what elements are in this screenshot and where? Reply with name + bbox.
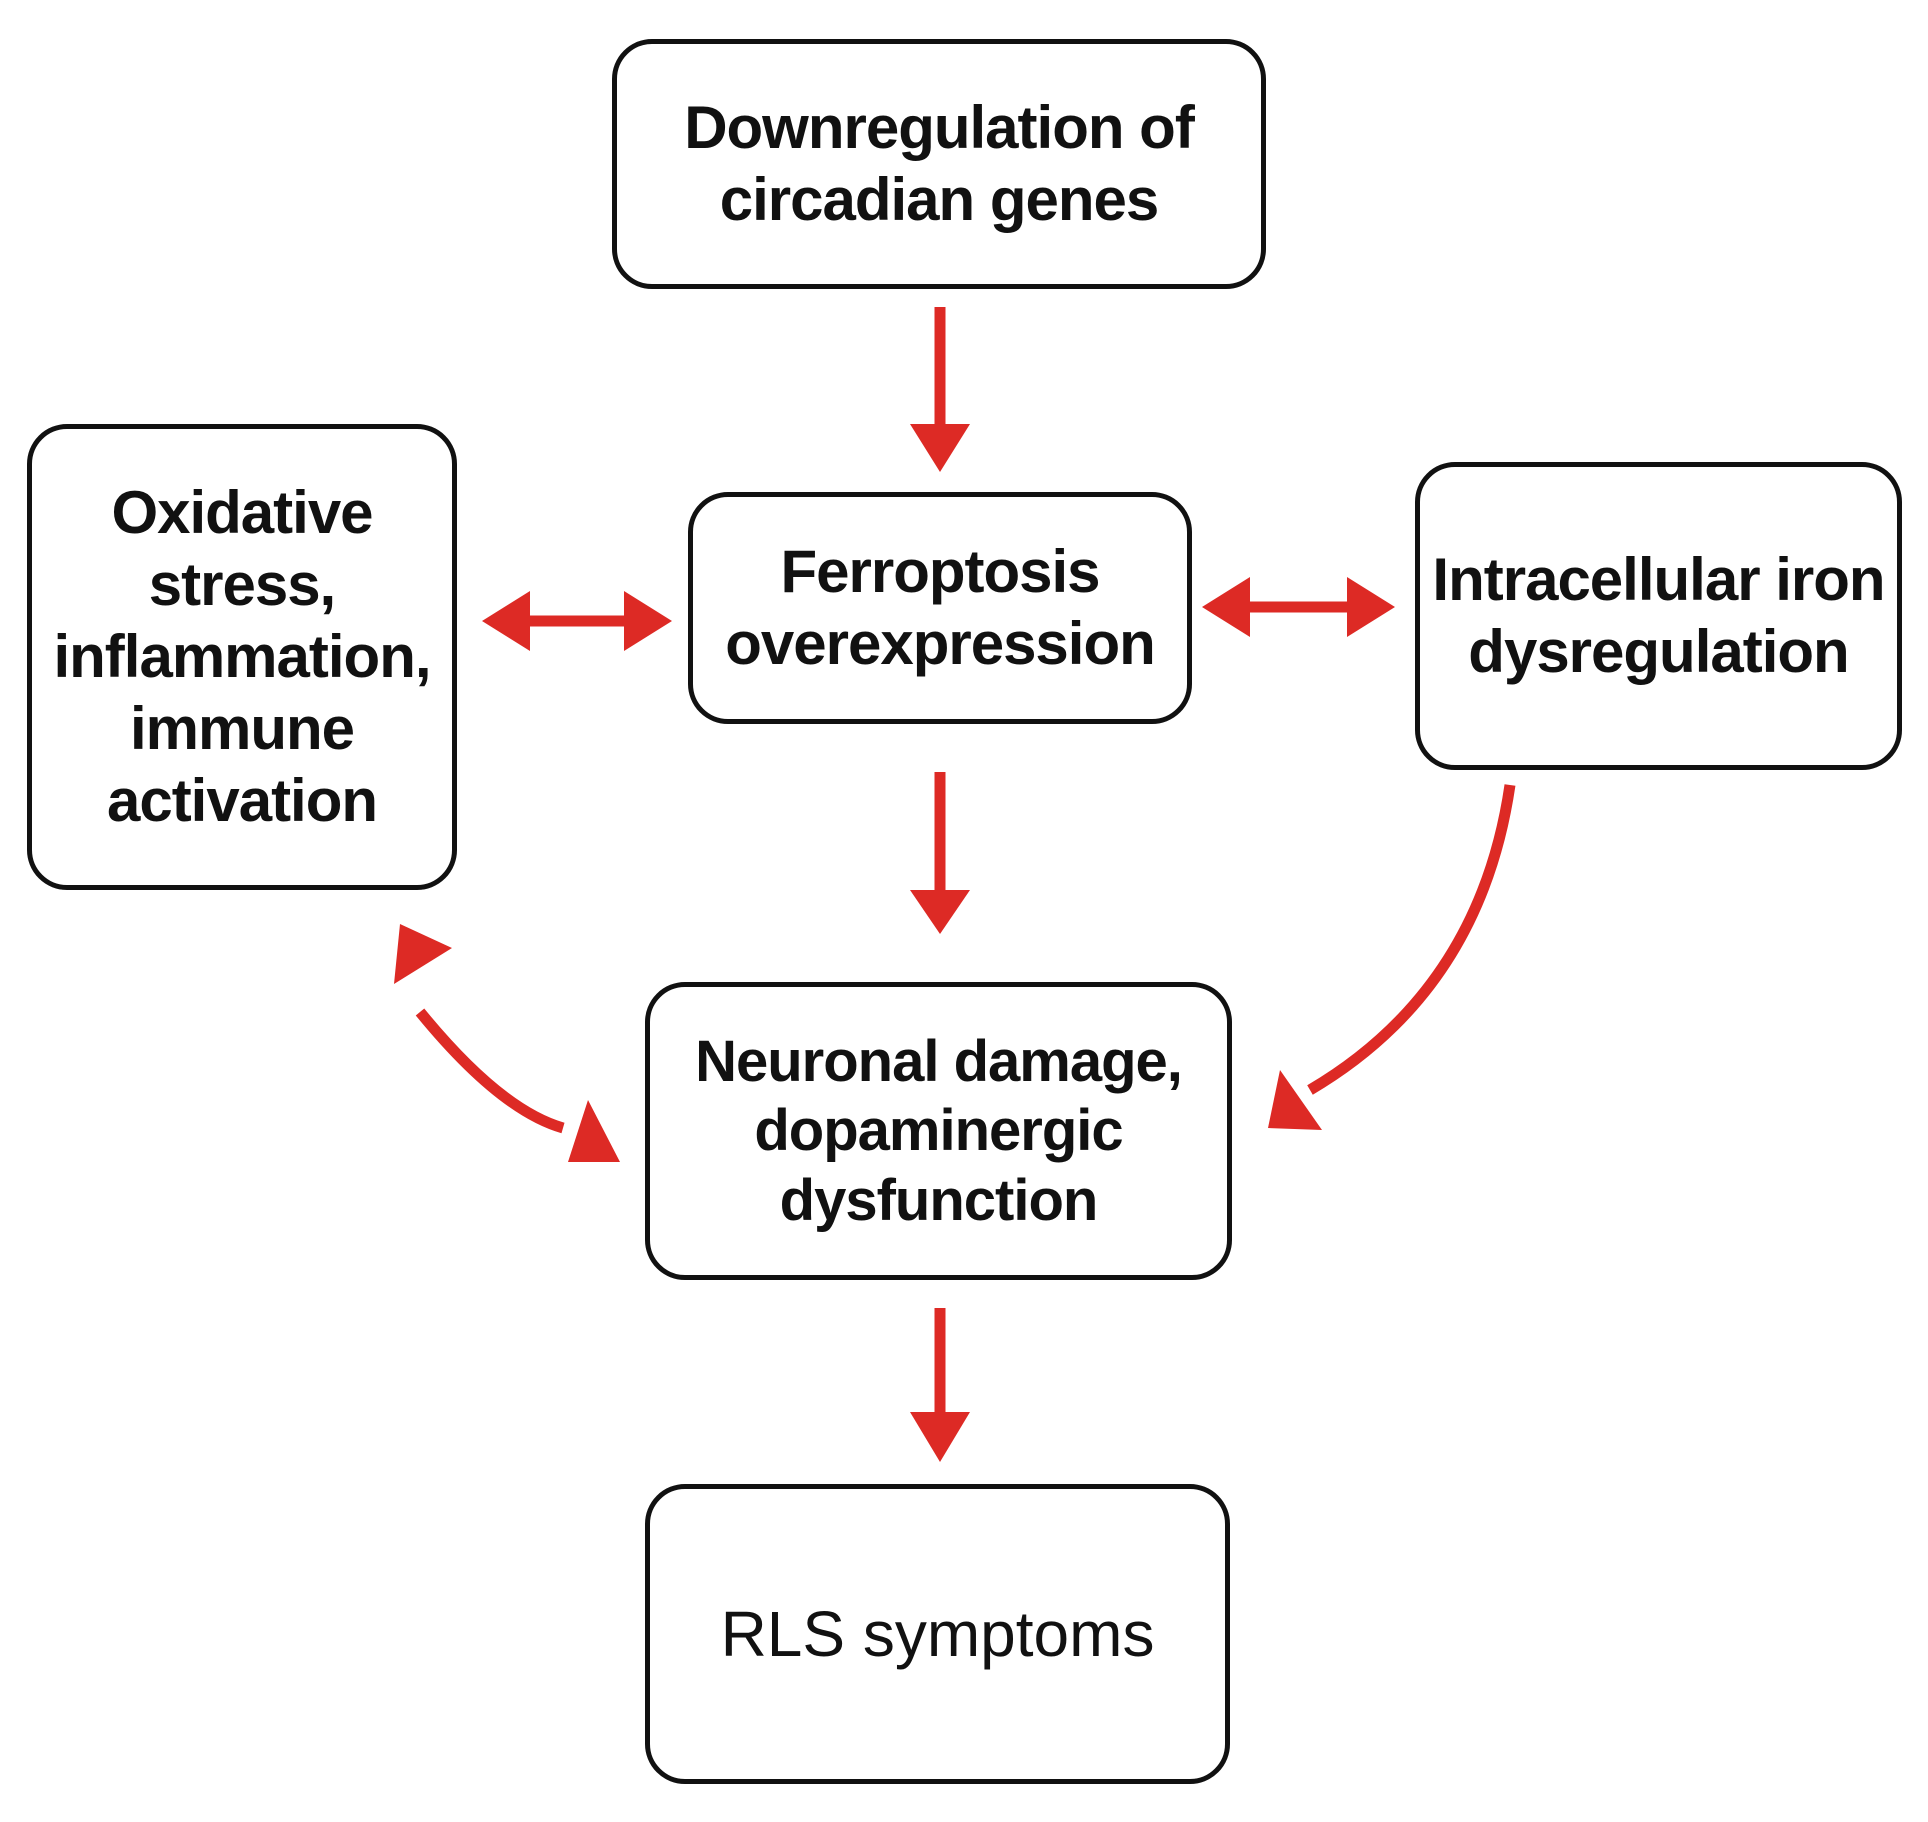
arrowhead-ferroptosis-left	[624, 591, 672, 651]
node-rls-symptoms-label: RLS symptoms	[720, 1597, 1155, 1670]
arrow-iron-to-neuronal	[1307, 784, 1516, 1095]
node-iron-dysregulation-label: Intracellular iron dysregulation	[1432, 546, 1885, 685]
node-neuronal-damage: Neuronal damage, dopaminergic dysfunctio…	[645, 982, 1232, 1280]
node-oxidative-stress-label: Oxidative stress, inflammation, immune a…	[53, 479, 431, 834]
node-ferroptosis-label: Ferroptosis overexpression	[725, 538, 1156, 677]
arrowhead-ferroptosis-right	[1202, 577, 1250, 637]
arrowhead-neuronal-right	[1268, 1070, 1322, 1130]
node-rls-symptoms: RLS symptoms	[645, 1484, 1230, 1784]
node-iron-dysregulation: Intracellular iron dysregulation	[1415, 462, 1902, 770]
node-oxidative-stress: Oxidative stress, inflammation, immune a…	[27, 424, 457, 890]
node-circadian-genes-label: Downregulation of circadian genes	[684, 94, 1195, 233]
arrowhead-iron-left	[1347, 577, 1395, 637]
node-ferroptosis: Ferroptosis overexpression	[688, 492, 1192, 724]
arrow-oxidative-neuronal	[415, 1008, 565, 1134]
arrowhead-oxidative-bottom	[394, 924, 452, 984]
node-circadian-genes: Downregulation of circadian genes	[612, 39, 1266, 289]
arrowhead-neuronal-left	[568, 1100, 620, 1162]
arrowhead-neuronal-top	[910, 890, 970, 934]
arrowhead-rls-top	[910, 1412, 970, 1462]
arrowhead-ferroptosis-top	[910, 424, 970, 472]
node-neuronal-damage-label: Neuronal damage, dopaminergic dysfunctio…	[695, 1028, 1183, 1233]
arrowhead-oxidative-left	[482, 591, 530, 651]
